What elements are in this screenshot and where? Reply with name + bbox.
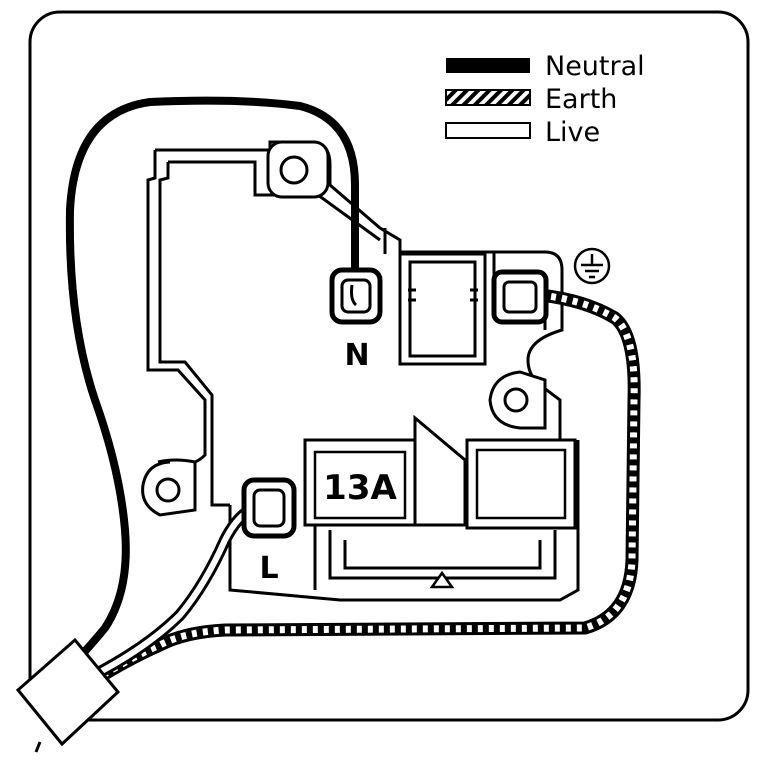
fuse-arrow-marker (429, 570, 455, 589)
fuse-clip-upper (383, 228, 487, 366)
top-screw-boss (266, 140, 330, 199)
legend-swatch-earth (445, 89, 531, 106)
legend-label-live: Live (545, 117, 600, 148)
right-screw-boss (488, 370, 547, 430)
cable-sheath (15, 637, 121, 753)
neutral-wire (65, 96, 359, 669)
plug-back-plate (28, 10, 750, 722)
fuse-rating: 13A (323, 468, 397, 508)
fuse-wedge (413, 414, 467, 527)
live-terminal-label: L (259, 551, 278, 586)
legend-label-earth: Earth (545, 84, 617, 115)
earth-wire-hatch (93, 291, 638, 683)
live-wire-inner (97, 502, 265, 675)
earth-terminal (491, 269, 549, 325)
legend-label-neutral: Neutral (545, 51, 645, 82)
live-terminal (241, 477, 297, 539)
legend-swatch-neutral (446, 58, 530, 73)
neutral-terminal-label: N (344, 338, 369, 373)
fuse-label-box (313, 450, 407, 520)
earth-symbol-icon (573, 247, 611, 285)
fuse-block: 13A (303, 414, 577, 589)
legend: Neutral Earth Live (445, 51, 645, 148)
neutral-terminal (329, 267, 383, 325)
legend-swatch-live (445, 122, 531, 139)
left-screw-hole (155, 477, 181, 503)
